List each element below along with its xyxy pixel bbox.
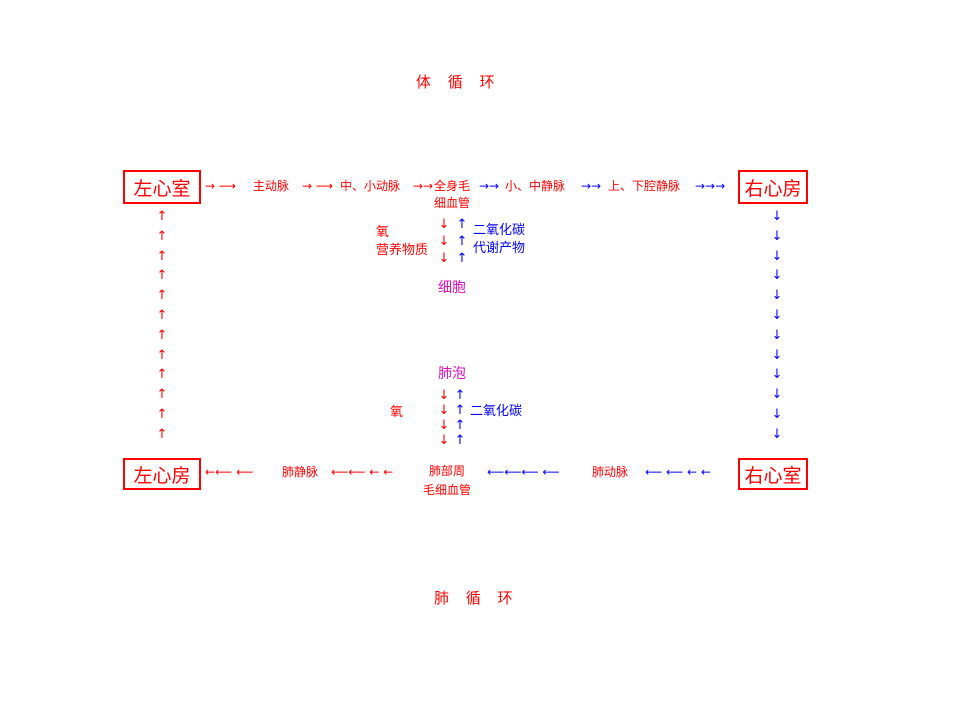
systemic-circulation-title: 体 循 环 [416,73,501,91]
pulmonary-artery-label: 肺动脉 [592,465,629,479]
right-atrium-box: 右心房 [738,170,808,204]
left-ventricle-box: 左心室 [123,170,201,204]
flow-arrow-2: → ⟶ [302,179,334,193]
pulmonary-vein-label: 肺静脉 [282,465,319,479]
flow-arrow-3: →→ [413,179,434,193]
flow-arrow-b1: ←⟵ ⟵ [205,465,254,479]
systemic-up-arrows: ↑ ↑ ↑ [456,217,468,266]
flow-arrow-b3: ⟵⟵⟵ ⟵ [487,465,560,479]
lung-capillary-label-line2: 毛细血管 [423,483,472,497]
alveolus-label: 肺泡 [438,366,466,382]
right-ventricle-box: 右心室 [738,458,808,490]
pulmonary-circulation-title: 肺 循 环 [434,589,519,607]
flow-arrow-b4: ⟵ ⟵ ← ← [645,465,711,479]
medium-small-artery-label: 中、小动脉 [340,179,401,193]
vena-cava-label: 上、下腔静脉 [608,179,681,193]
left-atrium-box: 左心房 [123,458,201,490]
systemic-down-arrows: ↓ ↓ ↓ [438,217,450,266]
left-side-up-arrows: ↑ ↑ ↑ ↑ ↑ ↑ ↑ ↑ ↑ ↑ ↑ ↑ [156,209,168,442]
flow-arrow-1: → ⟶ [205,179,237,193]
small-medium-vein-label: 小、中静脉 [505,179,566,193]
flow-arrow-b2: ⟵⟵ ← ← [331,465,394,479]
pulmonary-down-arrows: ↓ ↓ ↓ ↓ [438,388,450,448]
lung-capillary-label-line1: 肺部周 [429,464,466,478]
aorta-label: 主动脉 [253,179,290,193]
flow-arrow-6: →→→ [695,179,726,193]
pulmonary-co2-label: 二氧化碳 [470,404,523,419]
body-capillary-label-line1: 全身毛 [434,179,471,193]
systemic-oxygen-label: 氧 [376,225,390,240]
flow-arrow-4: →→ [479,179,500,193]
systemic-co2-label: 二氧化碳 [473,223,526,238]
metabolic-waste-label: 代谢产物 [473,241,526,256]
body-capillary-label-line2: 细血管 [434,196,471,210]
pulmonary-up-arrows: ↑ ↑ ↑ ↑ [454,388,466,448]
nutrients-label: 营养物质 [376,243,429,258]
right-side-down-arrows: ↓ ↓ ↓ ↓ ↓ ↓ ↓ ↓ ↓ ↓ ↓ ↓ [771,209,783,442]
pulmonary-oxygen-label: 氧 [390,405,404,420]
flow-arrow-5: →→ [581,179,602,193]
cell-label: 细胞 [438,280,466,296]
